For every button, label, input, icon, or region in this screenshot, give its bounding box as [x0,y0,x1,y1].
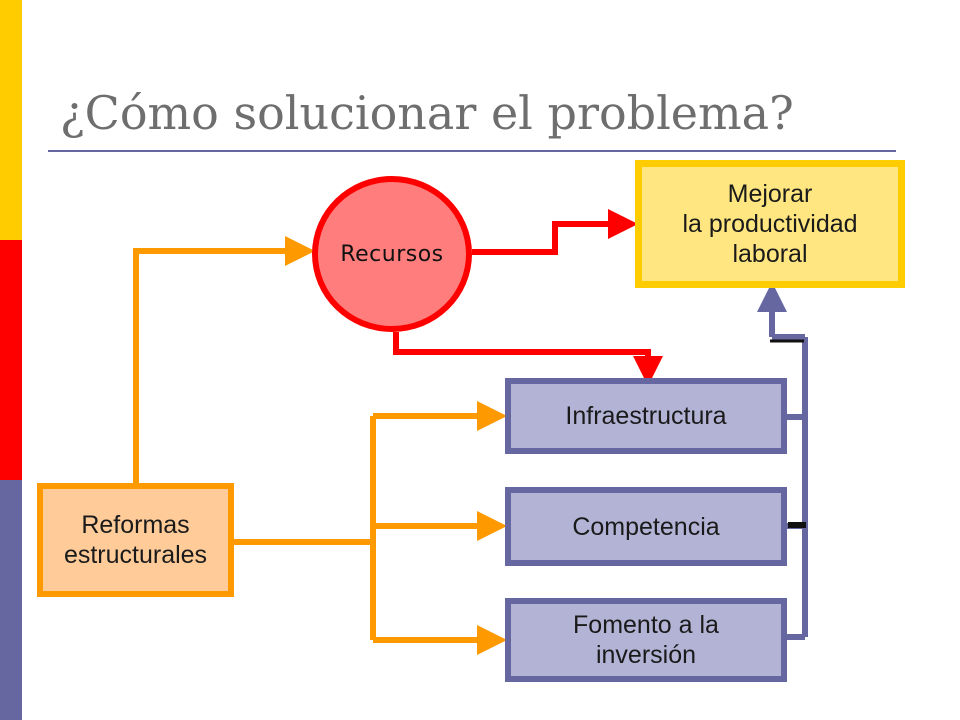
connector-recursos-to-goal [472,209,638,255]
resources-circle: Recursos [312,176,472,332]
slide-title: ¿Cómo solucionar el problema? [60,86,794,140]
sidebar-band-red [0,240,22,480]
goal-label: Mejorar la productividad laboral [682,180,858,268]
sidebar-band-purple [0,480,22,720]
infrastructure-box: Infraestructura [505,378,787,454]
reforms-label: Reformas estructurales [63,511,208,569]
reforms-box: Reformas estructurales [37,483,234,597]
goal-box: Mejorar la productividad laboral [635,160,905,288]
resources-label: Recursos [340,241,444,267]
connector-recursos-to-infraestructura [393,332,663,386]
infrastructure-label: Infraestructura [565,402,727,430]
sidebar-band-yellow [0,0,22,240]
competition-label: Competencia [572,512,720,541]
competition-box: Competencia [505,487,787,566]
investment-box: Fomento a la inversión [505,598,787,682]
investment-label: Fomento a la inversión [573,611,719,669]
connector-reformas-to-recursos [133,236,315,483]
title-underline [48,150,896,152]
